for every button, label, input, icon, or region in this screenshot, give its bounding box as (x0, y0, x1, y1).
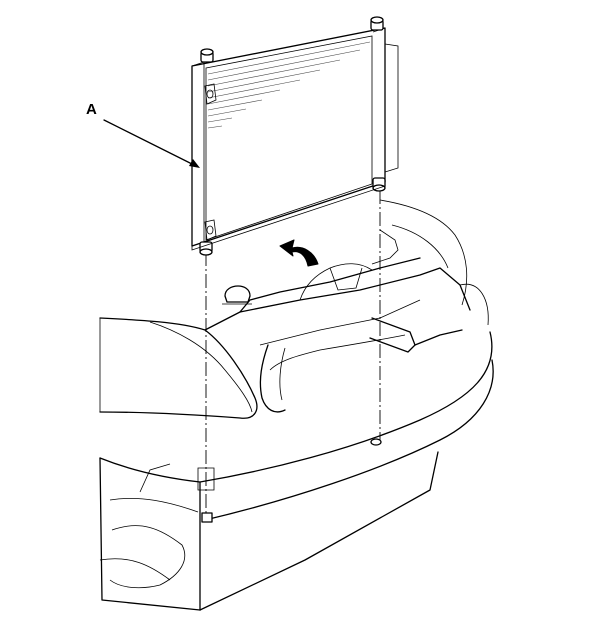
condenser-top-pins (200, 16, 384, 63)
curved-arrow-up-icon (279, 239, 319, 267)
callout-a-leader (103, 119, 200, 168)
callout-label-a: A (86, 101, 97, 118)
alignment-guides (205, 190, 381, 514)
condenser-fins (207, 41, 371, 129)
condenser (191, 16, 399, 256)
front-body-structure (99, 199, 494, 611)
